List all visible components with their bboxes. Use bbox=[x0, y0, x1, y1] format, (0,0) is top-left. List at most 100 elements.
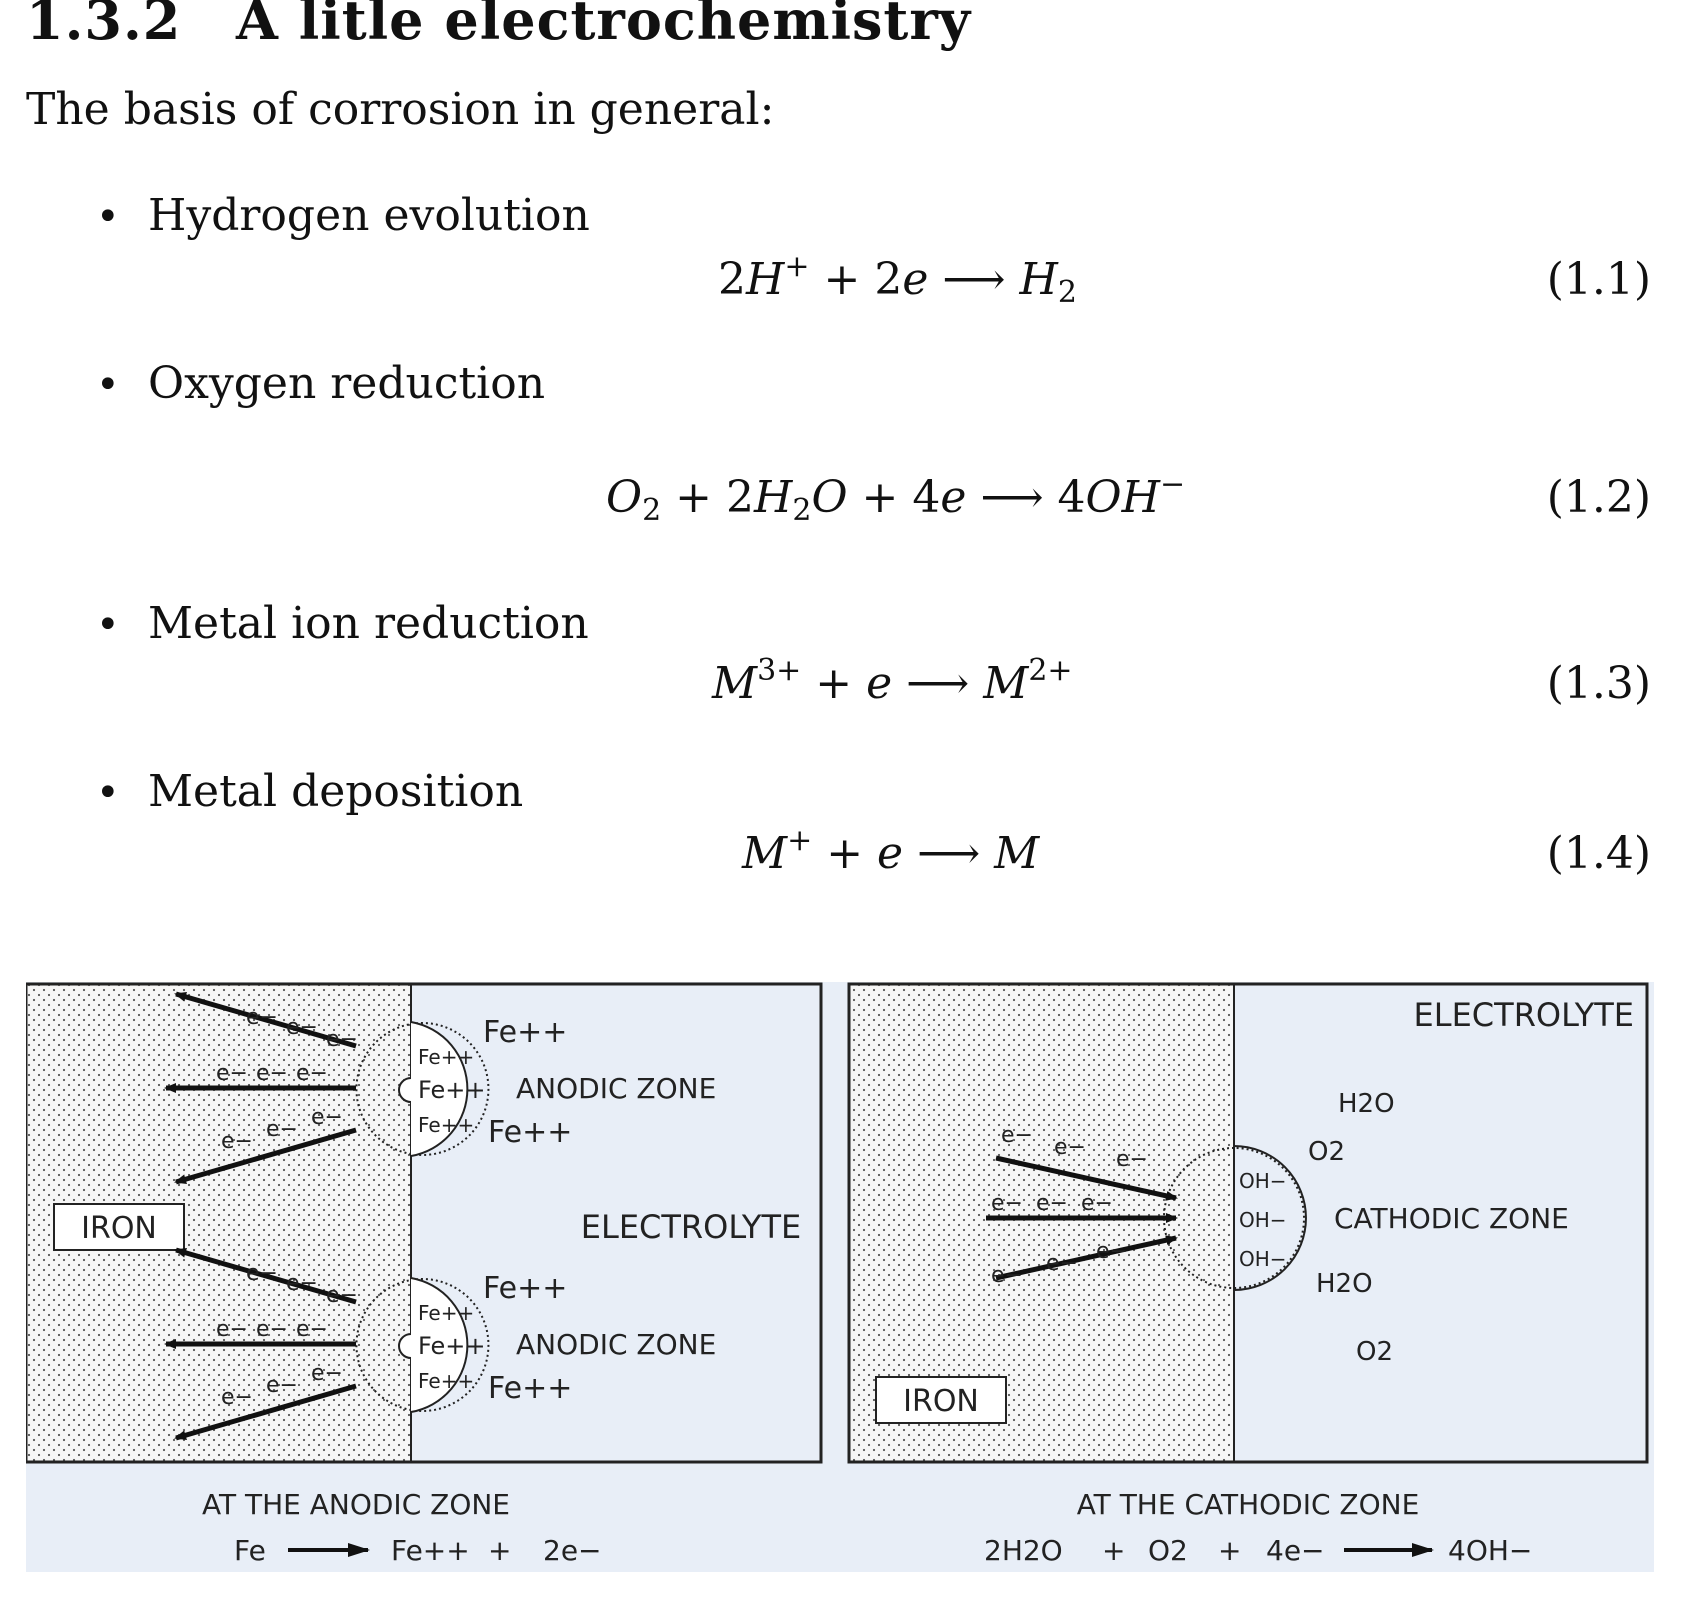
species-label: O2 bbox=[1356, 1337, 1393, 1367]
species-label: H2O bbox=[1316, 1269, 1373, 1299]
electron-label: e− bbox=[991, 1263, 1023, 1288]
cathodic-site-outline bbox=[1163, 1146, 1305, 1290]
reaction-product: 4OH− bbox=[1448, 1534, 1532, 1567]
cathodic-caption-title: AT THE CATHODIC ZONE bbox=[1077, 1488, 1420, 1521]
equation-number: (1.1) bbox=[1546, 254, 1651, 305]
electron-arrow bbox=[174, 1383, 357, 1441]
bullet-icon: • bbox=[96, 194, 120, 240]
list-item-metal-deposition: • Metal deposition bbox=[96, 766, 523, 817]
electron-label: e− bbox=[1054, 1135, 1086, 1160]
reaction-oxygen: O2 bbox=[1148, 1534, 1188, 1567]
bullet-icon: • bbox=[96, 770, 120, 816]
equation-number: (1.3) bbox=[1546, 658, 1651, 709]
electron-label: e− bbox=[216, 1317, 248, 1342]
reaction-plus: + bbox=[1218, 1534, 1241, 1567]
cathodic-site-boundary bbox=[1233, 1145, 1307, 1291]
electron-label: e− bbox=[326, 1027, 358, 1052]
electron-label: e− bbox=[1116, 1147, 1148, 1172]
electron-label: e− bbox=[1001, 1123, 1033, 1148]
ion-label: Fe++ bbox=[483, 1015, 567, 1050]
electron-label: e− bbox=[1096, 1239, 1128, 1264]
electron-label: e− bbox=[296, 1061, 328, 1086]
ion-label: Fe++ bbox=[488, 1115, 572, 1150]
electron-arrow bbox=[174, 1127, 357, 1185]
ion-label: Fe++ bbox=[418, 1332, 485, 1360]
electron-label: e− bbox=[221, 1385, 253, 1410]
electron-label: e− bbox=[311, 1361, 343, 1386]
zone-label: ANODIC ZONE bbox=[516, 1328, 716, 1361]
equation-1-3: M3+ + e ⟶ M2+ bbox=[712, 653, 1073, 710]
reaction-plus: + bbox=[1102, 1534, 1125, 1567]
zone-label: ANODIC ZONE bbox=[516, 1072, 716, 1105]
electron-label: e− bbox=[266, 1373, 298, 1398]
electrolyte-label: ELECTROLYTE bbox=[1414, 996, 1634, 1034]
ion-label: Fe++ bbox=[488, 1371, 572, 1406]
section-heading: 1.3.2 A litle electrochemistry bbox=[26, 0, 971, 52]
hydroxide-label: OH− bbox=[1239, 1247, 1287, 1271]
list-item-label: Oxygen reduction bbox=[148, 358, 546, 409]
equation-1-2: O2 + 2H2O + 4e ⟶ 4OH− bbox=[606, 467, 1186, 528]
iron-label: IRON bbox=[903, 1384, 979, 1419]
section-number: 1.3.2 bbox=[26, 0, 182, 52]
list-item-label: Metal deposition bbox=[148, 766, 524, 817]
zone-label: CATHODIC ZONE bbox=[1334, 1202, 1569, 1235]
reaction-reactant: Fe bbox=[234, 1534, 266, 1567]
electron-label: e− bbox=[266, 1117, 298, 1142]
species-label: H2O bbox=[1338, 1089, 1395, 1119]
ion-label: Fe++ bbox=[418, 1113, 474, 1137]
electron-label: e− bbox=[286, 1271, 318, 1296]
hydroxide-label: OH− bbox=[1239, 1208, 1287, 1232]
list-item-label: Metal ion reduction bbox=[148, 598, 589, 649]
electron-label: e− bbox=[221, 1129, 253, 1154]
anodic-panel: IRON ELECTROLYTE Fe++ Fe++ Fe++ Fe++ Fe+… bbox=[24, 982, 823, 1567]
electron-label: e− bbox=[256, 1061, 288, 1086]
electron-label: e− bbox=[991, 1191, 1023, 1216]
anodic-caption-title: AT THE ANODIC ZONE bbox=[202, 1488, 510, 1521]
anodic-pit-top: Fe++ Fe++ Fe++ Fe++ Fe++ ANODIC ZONE e− … bbox=[164, 991, 716, 1185]
electron-label: e− bbox=[246, 1261, 278, 1286]
list-item-label: Hydrogen evolution bbox=[148, 190, 590, 241]
electron-label: e− bbox=[311, 1105, 343, 1130]
reaction-product: Fe++ bbox=[391, 1534, 470, 1567]
cathodic-panel-border bbox=[847, 982, 1649, 1464]
iron-label: IRON bbox=[81, 1211, 157, 1246]
reaction-plus: + bbox=[488, 1534, 511, 1567]
electron-arrow bbox=[174, 1247, 357, 1305]
electron-label: e− bbox=[1046, 1251, 1078, 1276]
ion-label: Fe++ bbox=[418, 1076, 485, 1104]
species-label: O2 bbox=[1308, 1137, 1345, 1167]
intro-text: The basis of corrosion in general: bbox=[26, 84, 775, 135]
ion-label: Fe++ bbox=[418, 1301, 474, 1325]
corrosion-figure: IRON ELECTROLYTE Fe++ Fe++ Fe++ Fe++ Fe+… bbox=[24, 982, 1654, 1572]
electrolyte-label: ELECTROLYTE bbox=[581, 1208, 801, 1246]
electron-label: e− bbox=[326, 1283, 358, 1308]
electron-arrow bbox=[174, 991, 357, 1049]
anodic-panel-border bbox=[24, 982, 823, 1464]
equation-number: (1.4) bbox=[1546, 828, 1651, 879]
list-item-metal-ion-reduction: • Metal ion reduction bbox=[96, 598, 589, 649]
list-item-hydrogen-evolution: • Hydrogen evolution bbox=[96, 190, 590, 241]
equation-1-1: 2H+ + 2e ⟶ H2 bbox=[718, 249, 1077, 310]
reaction-electrons: 2e− bbox=[543, 1534, 602, 1567]
equation-1-4: M+ + e ⟶ M bbox=[742, 823, 1040, 880]
cathodic-panel: ELECTROLYTE IRON OH− OH− OH− CATHODIC ZO… bbox=[847, 982, 1649, 1567]
anodic-pit-bottom: Fe++ Fe++ Fe++ Fe++ Fe++ ANODIC ZONE e− … bbox=[164, 1247, 716, 1441]
bullet-icon: • bbox=[96, 602, 120, 648]
electron-label: e− bbox=[1036, 1191, 1068, 1216]
reaction-water: 2H2O bbox=[984, 1534, 1063, 1567]
electron-arrow bbox=[995, 1235, 1178, 1281]
electron-label: e− bbox=[256, 1317, 288, 1342]
electron-label: e− bbox=[216, 1061, 248, 1086]
list-item-oxygen-reduction: • Oxygen reduction bbox=[96, 358, 545, 409]
electron-arrow bbox=[995, 1155, 1178, 1201]
bullet-icon: • bbox=[96, 362, 120, 408]
anodic-reaction: Fe Fe++ + 2e− bbox=[234, 1534, 602, 1567]
hydroxide-label: OH− bbox=[1239, 1169, 1287, 1193]
section-title: A litle electrochemistry bbox=[236, 0, 972, 52]
electron-label: e− bbox=[296, 1317, 328, 1342]
iron-label-box bbox=[875, 1376, 1007, 1424]
ion-label: Fe++ bbox=[418, 1369, 474, 1393]
iron-label-box bbox=[53, 1203, 185, 1251]
electron-label: e− bbox=[1081, 1191, 1113, 1216]
electron-label: e− bbox=[286, 1015, 318, 1040]
